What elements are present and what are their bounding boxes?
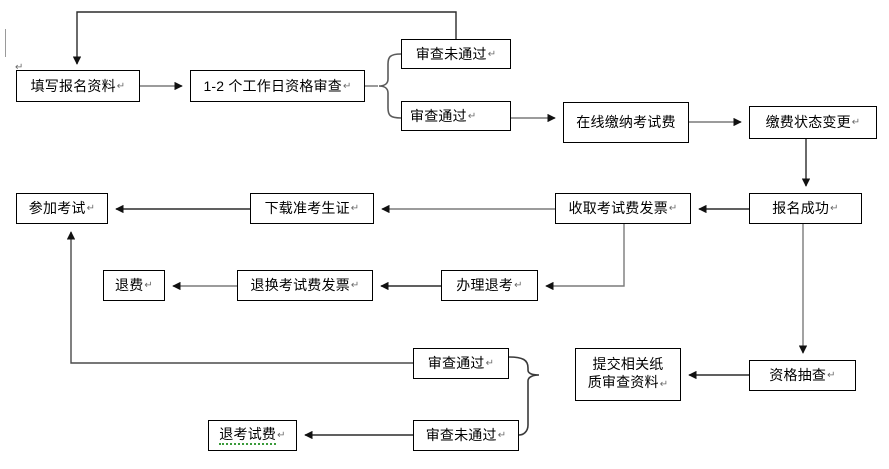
node-refund-exam-fee-label: 退考试费 (219, 426, 277, 445)
pilcrow-mark: ↵ (350, 203, 360, 214)
node-review-failed-bottom-label: 审查未通过 (425, 427, 497, 443)
node-refund[interactable]: 退费↵ (103, 270, 165, 301)
pilcrow-mark: ↵ (830, 203, 839, 214)
pilcrow-mark: ↵ (144, 280, 153, 291)
node-collect-invoice[interactable]: 收取考试费发票↵ (555, 193, 691, 224)
node-return-invoice[interactable]: 退换考试费发票↵ (237, 270, 373, 301)
pilcrow-mark: ↵ (116, 80, 126, 92)
node-attend-exam[interactable]: 参加考试↵ (16, 193, 108, 224)
pilcrow-mark: ↵ (659, 379, 669, 390)
pilcrow-mark: ↵ (277, 430, 286, 441)
pilcrow-mark: ↵ (485, 358, 495, 369)
node-fill-form[interactable]: 填写报名资料↵ (16, 70, 140, 102)
node-review-1-2-days[interactable]: 1-2 个工作日资格审查↵ (190, 70, 365, 102)
node-qualification-check[interactable]: 资格抽查↵ (749, 360, 856, 391)
node-pay-status-changed[interactable]: 缴费状态变更↵ (749, 106, 877, 139)
pilcrow-mark: ↵ (514, 280, 523, 291)
pilcrow-mark: ↵ (86, 203, 96, 214)
node-review-1-2-days-label: 1-2 个工作日资格审查 (203, 77, 342, 94)
node-review-passed-top[interactable]: 审查通过↵ (401, 101, 511, 131)
node-collect-invoice-label: 收取考试费发票 (568, 200, 668, 216)
node-pay-online-label: 在线缴纳考试费 (576, 114, 676, 130)
pilcrow-mark: ↵ (668, 203, 678, 214)
node-return-invoice-label: 退换考试费发票 (250, 277, 350, 293)
node-review-passed-top-label: 审查通过 (410, 107, 467, 124)
node-signup-success[interactable]: 报名成功↵ (749, 193, 862, 224)
paragraph-mark-top-left: ↵ (15, 62, 24, 73)
node-submit-paper-docs-line2-wrap: 质审查资料↵ (588, 373, 669, 394)
node-review-failed-top[interactable]: 审查未通过↵ (401, 39, 511, 69)
node-submit-paper-docs[interactable]: 提交相关纸 质审查资料↵ (575, 348, 681, 401)
pilcrow-mark: ↵ (487, 48, 497, 60)
pilcrow-mark: ↵ (827, 370, 836, 381)
node-refund-exam-fee[interactable]: 退考试费↵ (208, 420, 297, 451)
node-fill-form-label: 填写报名资料 (30, 77, 116, 94)
node-process-withdrawal[interactable]: 办理退考↵ (441, 270, 538, 301)
node-review-failed-bottom[interactable]: 审查未通过↵ (413, 420, 519, 451)
node-qualification-check-label: 资格抽查 (769, 367, 827, 383)
node-download-admit-card-label: 下载准考生证 (264, 200, 350, 216)
node-refund-label: 退费 (115, 277, 144, 293)
node-review-failed-top-label: 审查未通过 (415, 45, 487, 62)
pilcrow-mark: ↵ (467, 110, 477, 122)
pilcrow-mark: ↵ (851, 117, 861, 128)
node-pay-online[interactable]: 在线缴纳考试费 (563, 102, 689, 143)
pilcrow-mark: ↵ (350, 280, 360, 291)
node-review-passed-bottom[interactable]: 审查通过↵ (413, 348, 509, 379)
node-download-admit-card[interactable]: 下载准考生证↵ (250, 193, 374, 224)
node-submit-paper-docs-line1: 提交相关纸 (592, 356, 664, 372)
edge-invoice-to-withdrawal (545, 224, 625, 291)
node-submit-paper-docs-line2: 质审查资料 (587, 374, 659, 390)
brace-top-split (378, 53, 402, 119)
node-attend-exam-label: 参加考试 (28, 200, 86, 216)
edge-review-failed-loop-back (72, 11, 457, 65)
node-signup-success-label: 报名成功 (772, 200, 830, 216)
pilcrow-mark: ↵ (342, 80, 352, 92)
node-process-withdrawal-label: 办理退考 (456, 277, 514, 293)
pilcrow-mark: ↵ (497, 430, 507, 441)
node-pay-status-changed-label: 缴费状态变更 (765, 114, 851, 130)
node-review-passed-bottom-label: 审查通过 (427, 355, 485, 371)
text-cursor-bar (5, 29, 6, 57)
